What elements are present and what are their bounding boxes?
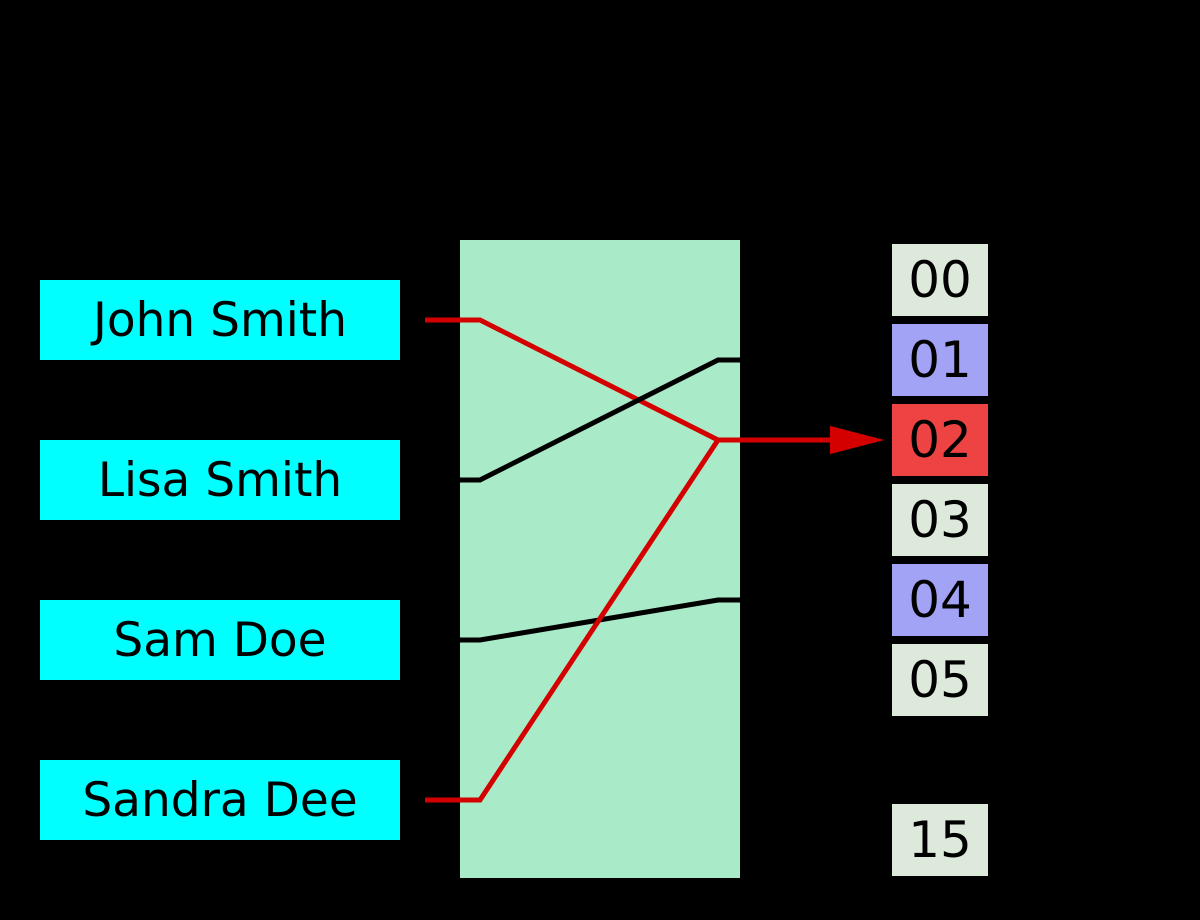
bucket-label: 04 [908, 571, 972, 629]
bucket-label: 03 [908, 491, 972, 549]
key-box-john-smith: John Smith [40, 280, 400, 360]
key-box-sandra-dee: Sandra Dee [40, 760, 400, 840]
bucket-01: 01 [892, 324, 988, 396]
bucket-04: 04 [892, 564, 988, 636]
key-label: Sandra Dee [82, 772, 358, 828]
bucket-00: 00 [892, 244, 988, 316]
hash-function-box [460, 240, 740, 878]
key-label: John Smith [92, 292, 348, 348]
bucket-label: 15 [908, 811, 972, 869]
bucket-03: 03 [892, 484, 988, 556]
bucket-label: 02 [908, 411, 972, 469]
key-box-sam-doe: Sam Doe [40, 600, 400, 680]
bucket-label: 00 [908, 251, 972, 309]
key-label: Sam Doe [113, 612, 327, 668]
bucket-label: 01 [908, 331, 972, 389]
bucket-15: 15 [892, 804, 988, 876]
arrowhead-icon [830, 426, 884, 454]
bucket-02: 02 [892, 404, 988, 476]
arrowhead-icon [830, 426, 884, 454]
bucket-05: 05 [892, 644, 988, 716]
bucket-label: 05 [908, 651, 972, 709]
key-box-lisa-smith: Lisa Smith [40, 440, 400, 520]
key-label: Lisa Smith [97, 452, 343, 508]
